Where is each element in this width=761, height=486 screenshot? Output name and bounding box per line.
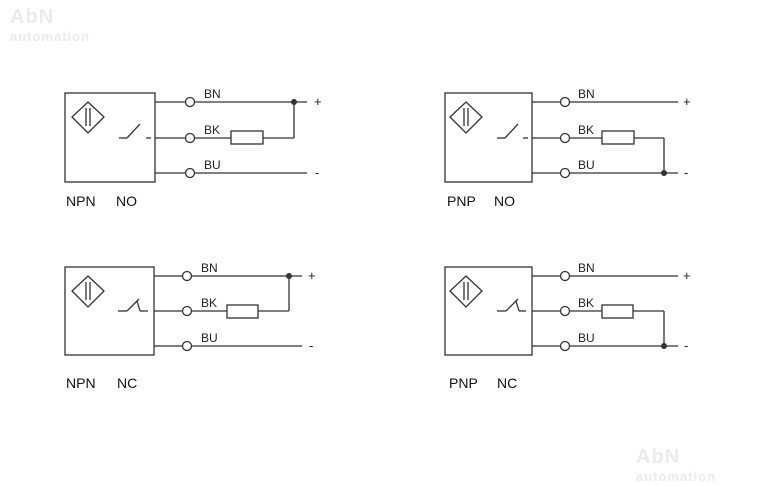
label-bn: BN <box>578 261 595 275</box>
watermark-tagline: automation <box>10 29 91 44</box>
circuit-npn-no <box>64 92 307 183</box>
circuit-type: PNP <box>449 375 478 391</box>
switch-nc-icon <box>118 298 148 312</box>
load-resistor <box>226 304 259 319</box>
terminal-plus: + <box>683 94 691 109</box>
terminal-bu <box>559 340 571 352</box>
label-bk: BK <box>204 123 220 137</box>
circuit-type: NPN <box>66 193 96 209</box>
circuit-pnp-no <box>444 92 678 183</box>
label-bu: BU <box>201 331 218 345</box>
circuit-mode: NC <box>497 375 517 391</box>
sensor-body <box>444 92 533 183</box>
label-bn: BN <box>204 87 221 101</box>
junction-dot <box>661 170 667 176</box>
circuit-pnp-nc <box>444 266 678 356</box>
terminal-bu <box>184 167 196 179</box>
switch-no-icon <box>497 123 528 139</box>
circuit-type: NPN <box>66 375 96 391</box>
label-bu: BU <box>204 158 221 172</box>
sensor-symbol-icon <box>449 101 483 134</box>
switch-nc-icon <box>497 298 526 312</box>
terminal-minus: - <box>684 165 688 180</box>
terminal-bu <box>181 340 193 352</box>
circuit-mode: NC <box>117 375 137 391</box>
circuit-npn-nc <box>64 266 302 356</box>
label-bk: BK <box>578 123 594 137</box>
load-resistor <box>230 130 264 145</box>
junction-dot <box>286 273 292 279</box>
terminal-bu <box>559 167 571 179</box>
sensor-symbol-icon <box>71 101 105 134</box>
terminal-bn <box>181 270 193 282</box>
terminal-bn <box>559 96 571 108</box>
sensor-symbol-icon <box>449 275 483 308</box>
label-bk: BK <box>201 296 217 310</box>
label-bu: BU <box>578 331 595 345</box>
circuit-type: PNP <box>447 193 476 209</box>
label-bu: BU <box>578 158 595 172</box>
watermark-tagline: automation <box>636 469 717 484</box>
junction-dot <box>661 343 667 349</box>
watermark-bottom: AbN automation <box>636 446 716 484</box>
load-resistor <box>601 304 634 319</box>
terminal-minus: - <box>309 338 313 353</box>
terminal-bn <box>184 96 196 108</box>
label-bn: BN <box>201 261 218 275</box>
terminal-plus: + <box>314 94 322 109</box>
watermark-top: AbN automation <box>10 6 90 44</box>
terminal-minus: - <box>684 338 688 353</box>
terminal-bk <box>184 132 196 144</box>
sensor-symbol-icon <box>71 275 105 308</box>
watermark-brand: AbN <box>636 446 681 468</box>
load-resistor <box>601 130 635 145</box>
terminal-bn <box>559 270 571 282</box>
watermark-brand: AbN <box>10 6 55 28</box>
label-bn: BN <box>578 87 595 101</box>
sensor-body <box>64 92 156 183</box>
terminal-minus: - <box>315 165 319 180</box>
junction-dot <box>291 99 297 105</box>
terminal-bk <box>559 132 571 144</box>
terminal-bk <box>559 305 571 317</box>
label-bk: BK <box>578 296 594 310</box>
circuit-mode: NO <box>116 193 137 209</box>
switch-no-icon <box>119 123 151 139</box>
terminal-plus: + <box>683 268 691 283</box>
terminal-plus: + <box>308 268 316 283</box>
terminal-bk <box>181 305 193 317</box>
circuit-mode: NO <box>494 193 515 209</box>
